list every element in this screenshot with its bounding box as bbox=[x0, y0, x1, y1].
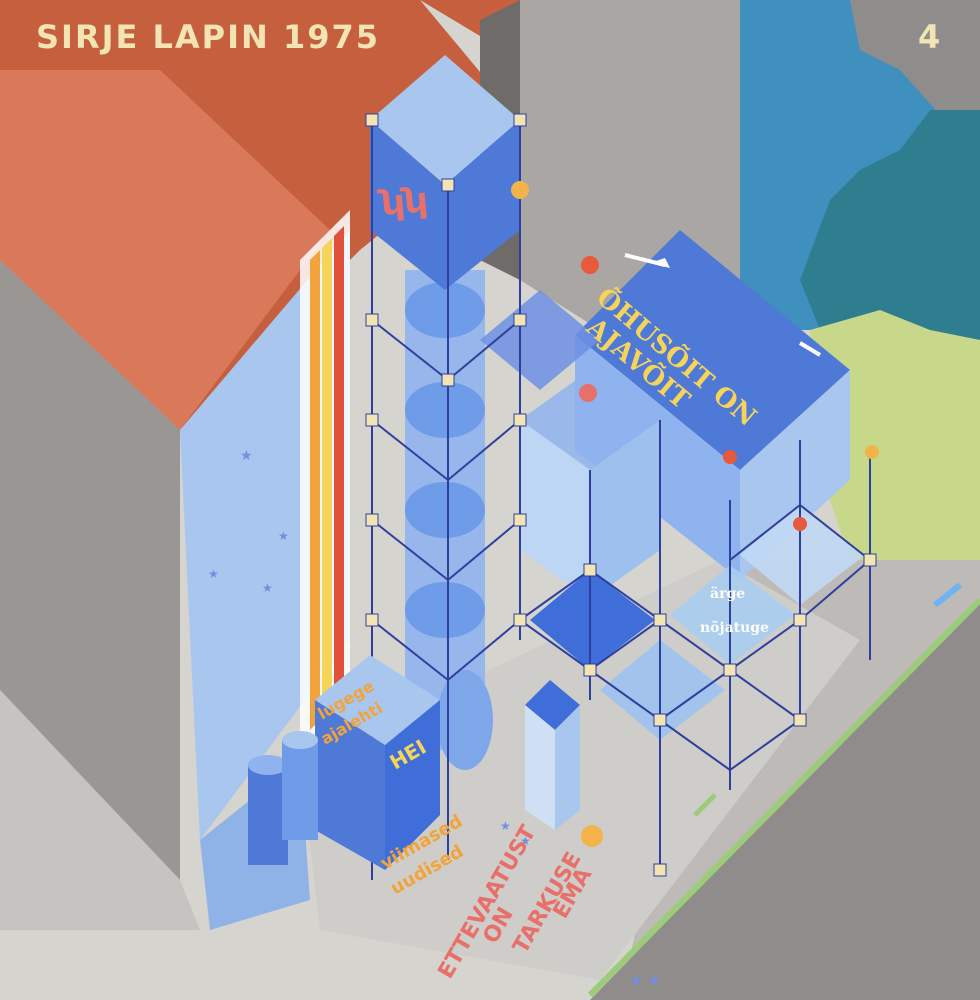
svg-text:★: ★ bbox=[240, 449, 253, 464]
green-edge-line bbox=[587, 597, 980, 998]
yellow-stripe bbox=[322, 238, 332, 720]
house-side bbox=[740, 370, 850, 580]
signature-text: SIRJE LAPIN 1975 bbox=[36, 18, 380, 56]
glass-panel-low bbox=[600, 640, 725, 740]
pale-green-field bbox=[810, 310, 980, 600]
star-icons: ★ ★ ★ ★ ★ ★ ★ ★ bbox=[208, 449, 661, 989]
booth-top bbox=[525, 680, 580, 730]
platform-text-line2: nõjatuge bbox=[700, 619, 769, 636]
kiosk-front bbox=[315, 700, 385, 870]
grey-cloud bbox=[850, 0, 980, 115]
left-floor-grey bbox=[0, 690, 200, 930]
plate-number: 4 bbox=[918, 18, 940, 56]
glass-panel-mid bbox=[670, 565, 795, 665]
svg-text:★: ★ bbox=[648, 974, 661, 989]
kiosk-top bbox=[315, 655, 440, 745]
kiosk-side bbox=[385, 700, 440, 870]
svg-text:★: ★ bbox=[500, 819, 511, 833]
platform-text-line1: ärge bbox=[710, 586, 745, 602]
glass-cube-side-2 bbox=[590, 420, 660, 600]
dark-blue-panel bbox=[530, 570, 655, 670]
scaffold-joints bbox=[365, 113, 877, 877]
svg-text:★: ★ bbox=[520, 834, 531, 848]
orange-stripe bbox=[310, 250, 320, 730]
teal-cloud bbox=[800, 110, 980, 360]
house-roof bbox=[575, 230, 850, 470]
cylinders bbox=[248, 731, 318, 865]
svg-text:★: ★ bbox=[630, 974, 643, 989]
glass-cube-front-2 bbox=[520, 420, 590, 600]
glass-panel-right bbox=[740, 505, 865, 605]
booth-front bbox=[525, 705, 555, 830]
booth-side bbox=[555, 705, 580, 830]
roof-plane-light bbox=[0, 70, 330, 430]
svg-text:★: ★ bbox=[262, 581, 273, 595]
glass-cube-top-1 bbox=[480, 290, 600, 390]
signal-balls bbox=[511, 181, 879, 847]
red-stripe bbox=[334, 226, 344, 710]
tower-cube-right bbox=[445, 120, 520, 290]
spiral-tube bbox=[405, 270, 493, 770]
tower-cube-left bbox=[370, 120, 445, 290]
svg-text:★: ★ bbox=[208, 567, 219, 581]
tower-sign: ʮʮ bbox=[375, 180, 428, 224]
left-wall-grey bbox=[0, 260, 180, 880]
svg-text:★: ★ bbox=[278, 529, 289, 543]
arrow-icons bbox=[624, 253, 962, 817]
